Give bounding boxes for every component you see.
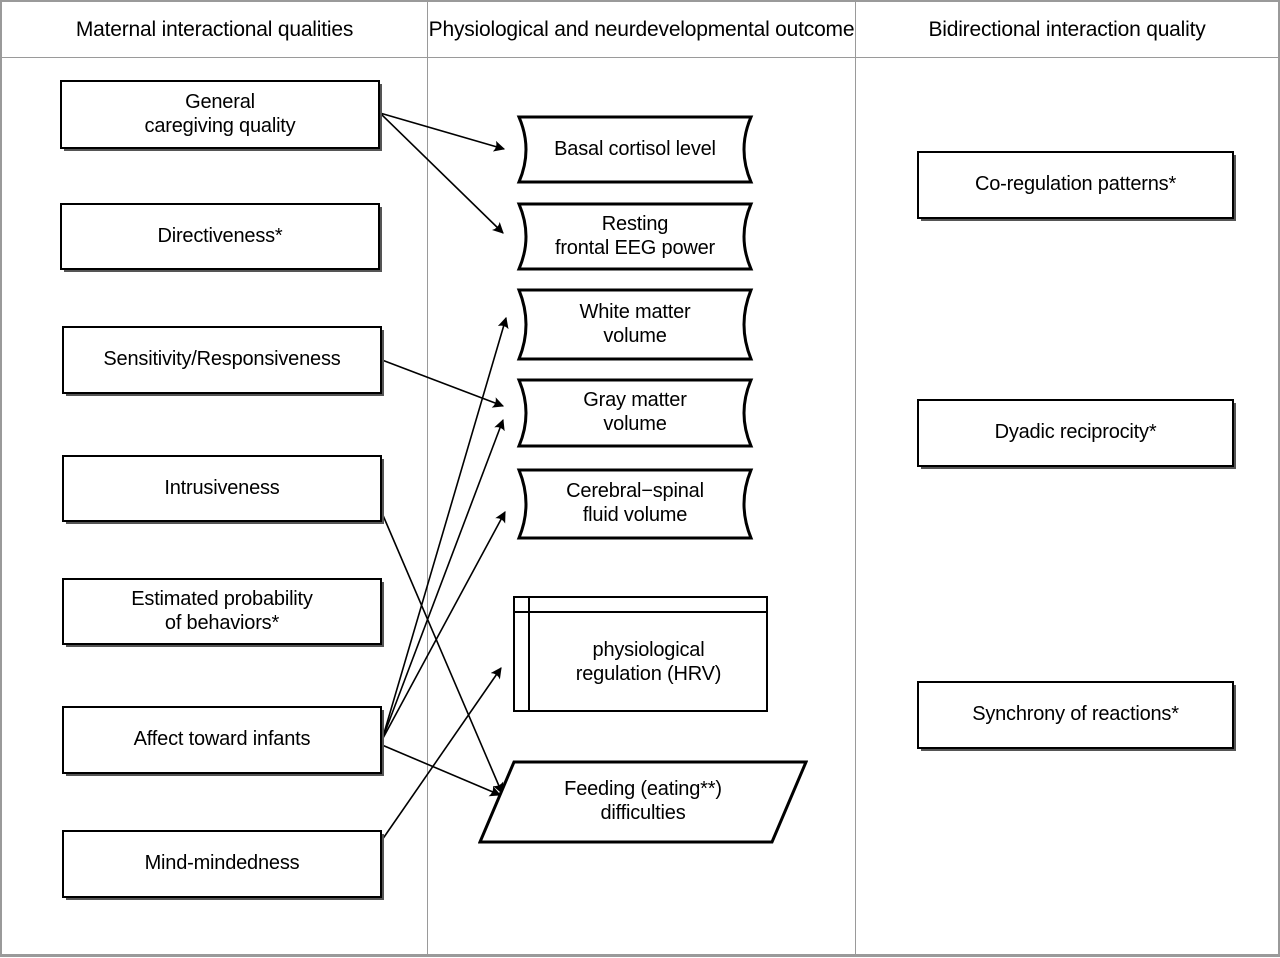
node-affect-toward-infants[interactable]: Affect toward infants [62,706,382,774]
frame-left-rule [0,0,2,957]
node-synchrony-of-reactions[interactable]: Synchrony of reactions* [917,681,1234,749]
node-dyadic-reciprocity[interactable]: Dyadic reciprocity* [917,399,1234,467]
node-label: Affect toward infants [133,728,311,751]
document-shape [516,202,754,271]
connector-general-caregiving-quality-to-basal-cortisol-level [379,112,506,152]
document-shape [516,468,754,540]
header-separator-rule [0,57,1280,58]
column-heading-outcome: Physiological and neurdevelopmental outc… [428,17,855,41]
parallelogram-shape [478,760,808,844]
connector-general-caregiving-quality-to-resting-frontal-eeg-power [379,112,504,234]
node-feeding-eating-difficulties[interactable]: Feeding (eating**)difficulties [478,760,808,844]
node-basal-cortisol-level[interactable]: Basal cortisol level [505,115,765,184]
node-label: Mind-mindedness [144,852,300,875]
column-heading-maternal: Maternal interactional qualities [75,17,354,41]
node-label: Directiveness* [157,224,283,247]
connector-affect-toward-infants-to-white-matter-volume [381,316,509,741]
document-shape [516,288,754,361]
process-top-bar [515,611,766,613]
connector-affect-toward-infants-to-cerebral-spinal-fluid-volume [381,511,506,741]
node-directiveness[interactable]: Directiveness* [60,203,380,270]
node-label: Intrusiveness [164,476,280,499]
node-label: Dyadic reciprocity* [994,421,1157,444]
column-heading-bidirectional: Bidirectional interaction quality [928,17,1206,41]
node-label: Sensitivity/Responsiveness [103,348,341,371]
column-divider-2 [855,0,856,957]
document-shape [516,378,754,448]
column-divider-1 [427,0,428,957]
document-shape [516,115,754,184]
node-co-regulation-patterns[interactable]: Co-regulation patterns* [917,151,1234,219]
frame-bottom-rule [0,954,1280,957]
frame-top-rule [0,0,1280,2]
node-label: Synchrony of reactions* [972,703,1179,726]
frame-right-rule [1278,0,1280,957]
connector-affect-toward-infants-to-gray-matter-volume [381,418,505,741]
node-intrusiveness[interactable]: Intrusiveness [62,455,382,522]
node-label: Co-regulation patterns* [974,173,1177,196]
connector-sensitivity-responsiveness-to-gray-matter-volume [381,359,505,408]
process-left-bar [528,598,530,710]
node-mind-mindedness[interactable]: Mind-mindedness [62,830,382,898]
node-sensitivity-responsiveness[interactable]: Sensitivity/Responsiveness [62,326,382,394]
connector-intrusiveness-to-feeding-eating-difficulties [381,512,504,795]
